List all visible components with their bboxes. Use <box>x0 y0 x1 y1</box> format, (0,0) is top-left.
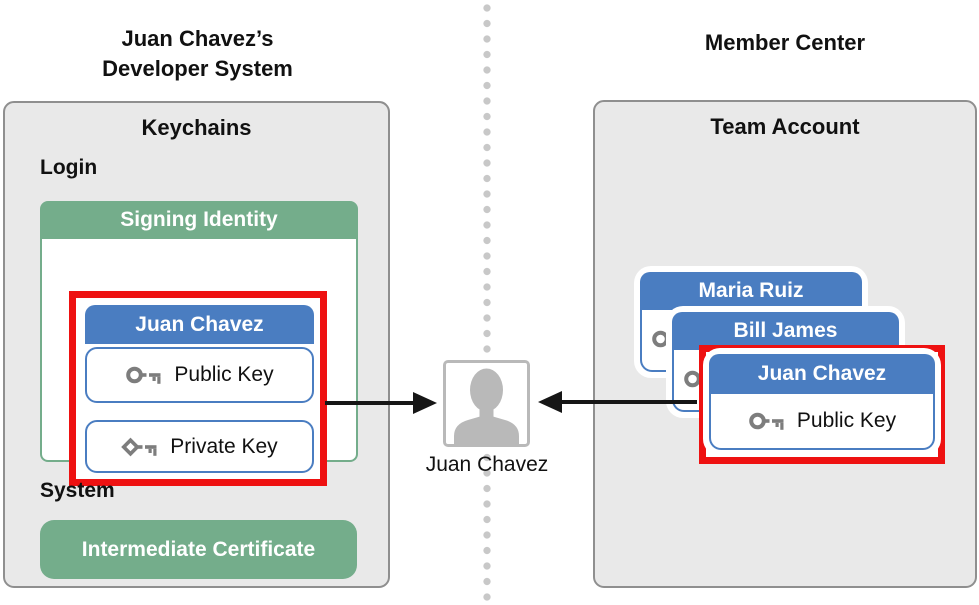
signing-identity-highlight-box: Juan Chavez Public Key <box>69 291 327 486</box>
developer-system-title-line1: Juan Chavez’s <box>121 26 274 51</box>
divider-dotted-line <box>483 0 491 605</box>
person-icon <box>454 368 519 444</box>
intermediate-certificate-box: Intermediate Certificate <box>40 520 357 579</box>
team-member-name-header: Juan Chavez <box>709 354 935 394</box>
team-account-panel-title: Team Account <box>710 114 860 139</box>
public-key-icon <box>652 330 673 348</box>
left-arrowhead-icon <box>413 392 437 414</box>
team-member-name-header: Bill James <box>672 312 899 350</box>
public-key-icon <box>126 366 161 384</box>
right-arrowhead-icon <box>538 391 562 413</box>
keychains-panel: Keychains Login Signing Identity Juan Ch… <box>3 101 390 588</box>
public-key-row: Public Key <box>85 347 314 403</box>
signing-identity-box: Signing Identity Juan Chavez <box>40 201 358 486</box>
private-key-icon <box>121 437 157 456</box>
private-key-label: Private Key <box>170 434 278 458</box>
team-account-panel: Team Account Maria Ruiz Bill James Ju <box>593 100 977 588</box>
person-avatar-box <box>443 360 530 447</box>
team-member-highlight-box: Juan Chavez Public Key <box>699 345 945 464</box>
public-key-icon <box>749 412 784 430</box>
signing-identity-header: Signing Identity <box>40 201 358 239</box>
login-keychain-label: Login <box>40 156 98 179</box>
system-keychain-label: System <box>40 479 115 502</box>
public-key-label: Public Key <box>174 363 274 386</box>
member-center-title: Member Center <box>704 30 866 55</box>
signing-identity-body: Juan Chavez Public Key <box>40 239 358 486</box>
keychains-panel-title: Keychains <box>141 115 252 140</box>
person-name-label: Juan Chavez <box>425 453 549 476</box>
public-key-row: Public Key <box>709 394 935 450</box>
developer-system-title-line2: Developer System <box>102 56 293 81</box>
developer-system-title: Juan Chavez’s Developer System <box>20 24 375 84</box>
certificate-card: Juan Chavez Public Key <box>85 305 314 403</box>
team-member-name-header: Maria Ruiz <box>640 272 862 310</box>
public-key-label: Public Key <box>796 409 897 432</box>
private-key-row: Private Key <box>85 420 314 473</box>
team-member-card-juan: Juan Chavez Public Key <box>709 354 935 450</box>
certificate-owner-header: Juan Chavez <box>85 305 314 344</box>
